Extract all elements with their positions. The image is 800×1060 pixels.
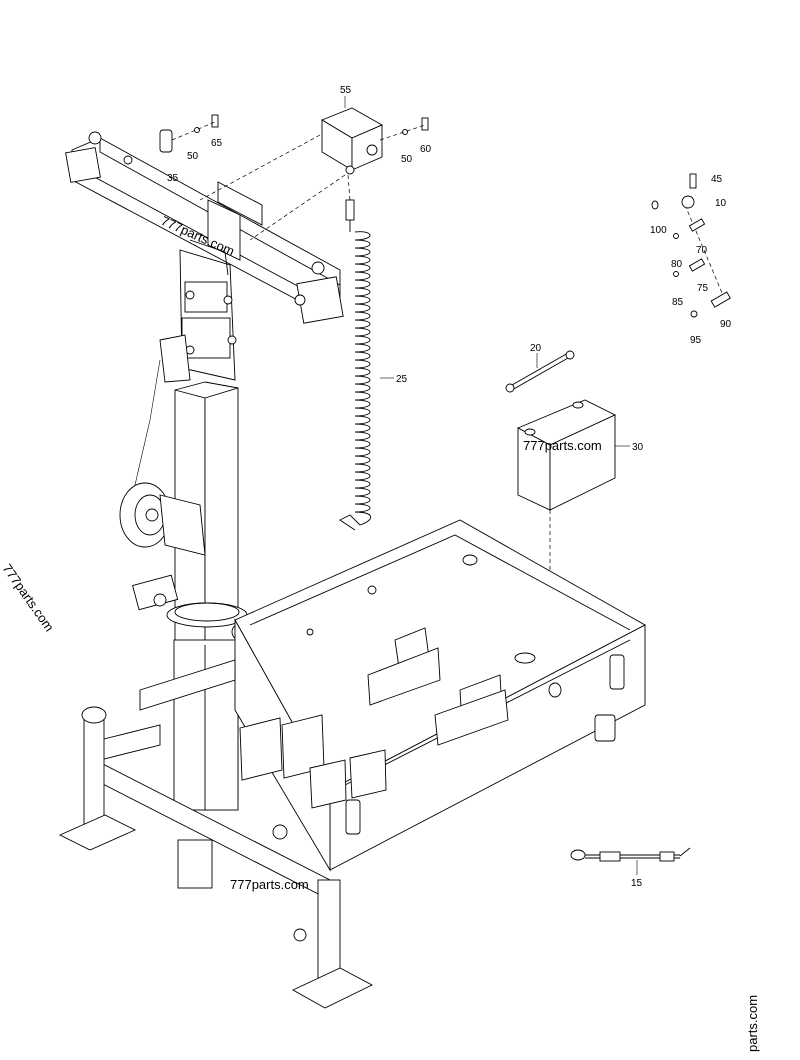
callout-25: 25 bbox=[396, 374, 408, 385]
coiled-cable bbox=[339, 199, 394, 531]
callout-55: 55 bbox=[340, 85, 352, 96]
callout-20: 20 bbox=[530, 343, 542, 354]
callout-30: 30 bbox=[632, 442, 644, 453]
ground-strap bbox=[505, 350, 575, 393]
watermark-right-edge: parts.com bbox=[745, 995, 760, 1052]
callout-35: 35 bbox=[167, 173, 179, 184]
callout-95: 95 bbox=[690, 335, 702, 346]
power-cable bbox=[570, 847, 691, 875]
callout-70: 70 bbox=[696, 245, 708, 256]
mast-head bbox=[159, 239, 237, 383]
callout-10: 10 bbox=[715, 198, 727, 209]
watermark-left-edge: 777parts.com bbox=[0, 561, 57, 634]
watermark-battery: 777parts.com bbox=[523, 438, 602, 453]
boom-bracket bbox=[207, 181, 263, 261]
base-frame bbox=[234, 519, 646, 872]
callout-labels: 55 65 50 35 50 60 45 10 100 70 80 75 85 … bbox=[167, 85, 732, 889]
callout-85: 85 bbox=[672, 297, 684, 308]
callout-50-right: 50 bbox=[401, 154, 413, 165]
callout-80: 80 bbox=[671, 259, 683, 270]
callout-15: 15 bbox=[631, 878, 643, 889]
callout-60: 60 bbox=[420, 144, 432, 155]
hardware-parts bbox=[651, 173, 731, 318]
callout-75: 75 bbox=[697, 283, 709, 294]
winch bbox=[119, 359, 206, 611]
fasteners-top bbox=[159, 114, 429, 153]
watermark-frame: 777parts.com bbox=[230, 877, 309, 892]
battery bbox=[516, 399, 630, 511]
boom-arm bbox=[65, 131, 344, 324]
callout-50-left: 50 bbox=[187, 151, 199, 162]
junction-box bbox=[320, 96, 384, 175]
callout-45: 45 bbox=[711, 174, 723, 185]
callout-65: 65 bbox=[211, 138, 223, 149]
mast-column bbox=[166, 381, 249, 811]
outriggers bbox=[58, 593, 373, 1009]
callout-100: 100 bbox=[650, 225, 667, 236]
callout-90: 90 bbox=[720, 319, 732, 330]
